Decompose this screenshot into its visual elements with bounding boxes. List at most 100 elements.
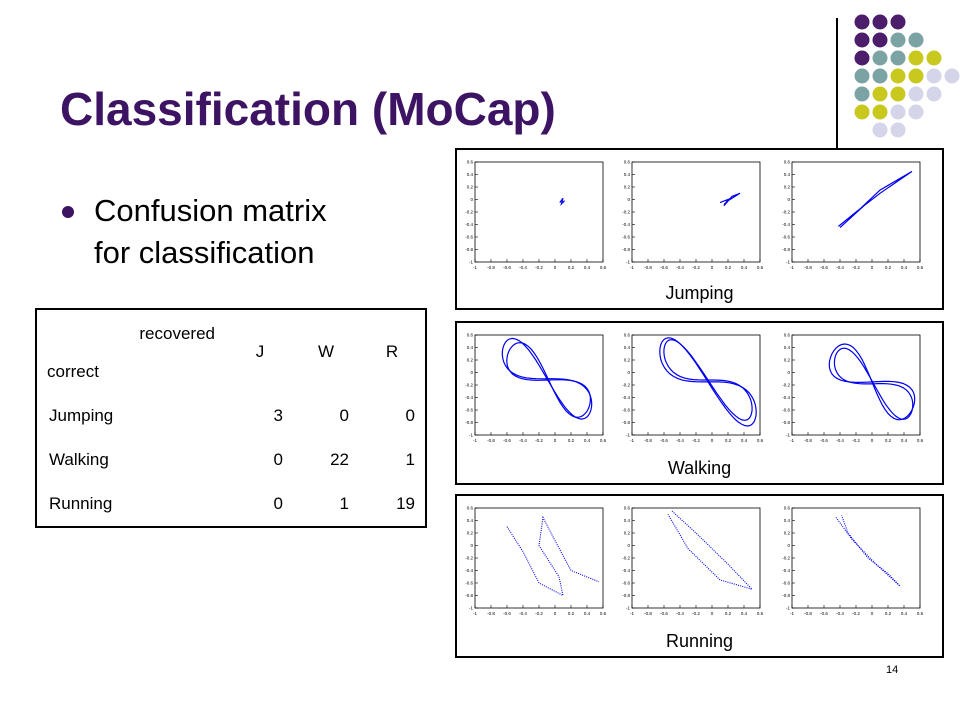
trajectory-curve xyxy=(719,192,741,207)
decorative-dot xyxy=(926,86,942,102)
x-tick-label: 0.6 xyxy=(600,265,607,270)
trajectory-curve xyxy=(667,510,754,591)
decorative-dot xyxy=(872,122,888,138)
x-tick-label: -0.2 xyxy=(852,611,860,616)
trajectory-curve xyxy=(506,342,592,418)
y-tick-label: 0.6 xyxy=(784,160,791,165)
x-tick-label: 0.2 xyxy=(885,438,892,443)
x-tick-label: 0.2 xyxy=(885,611,892,616)
y-tick-label: 0 xyxy=(627,543,630,548)
y-tick-label: -0.6 xyxy=(782,235,790,240)
y-tick-label: -0.4 xyxy=(622,395,630,400)
decorative-dot xyxy=(854,50,870,66)
x-tick-label: 0.2 xyxy=(725,265,732,270)
decorative-dot xyxy=(872,104,888,120)
row-label: Running xyxy=(49,494,113,513)
trajectory-curve xyxy=(659,337,757,427)
bullet-line-2: for classification xyxy=(94,235,315,270)
x-tick-label: -0.2 xyxy=(852,265,860,270)
y-tick-label: -0.8 xyxy=(782,247,790,252)
x-tick-label: -0.4 xyxy=(519,265,527,270)
x-tick-label: -0.4 xyxy=(519,611,527,616)
decorative-dot xyxy=(854,32,870,48)
y-tick-label: 0.2 xyxy=(784,531,791,536)
table-cell: 0 xyxy=(273,494,283,513)
y-tick-label: -0.2 xyxy=(782,556,790,561)
column-header: W xyxy=(317,342,335,361)
x-tick-label: 0.4 xyxy=(741,438,748,443)
x-tick-label: 0.4 xyxy=(584,265,591,270)
y-tick-label: -1 xyxy=(469,606,473,611)
decorative-dot xyxy=(872,86,888,102)
page-number: 14 xyxy=(886,664,899,676)
decorative-dot xyxy=(872,68,888,84)
y-tick-label: -0.2 xyxy=(622,210,630,215)
x-tick-label: 0.6 xyxy=(757,611,764,616)
y-tick-label: -0.8 xyxy=(465,247,473,252)
y-tick-label: 0.6 xyxy=(467,506,474,511)
bullet-text: Confusion matrix for classification xyxy=(94,190,327,274)
y-tick-label: -0.8 xyxy=(622,247,630,252)
y-tick-label: 0 xyxy=(787,543,790,548)
x-tick-label: 0 xyxy=(711,438,714,443)
x-tick-label: 0.6 xyxy=(917,438,924,443)
x-tick-label: -0.8 xyxy=(804,438,812,443)
y-tick-label: 0.4 xyxy=(624,345,631,350)
y-tick-label: 0.6 xyxy=(624,506,631,511)
x-tick-label: -0.8 xyxy=(644,438,652,443)
y-tick-label: 0 xyxy=(787,197,790,202)
y-tick-label: 0.6 xyxy=(624,333,631,338)
decorative-dot xyxy=(908,86,924,102)
y-tick-label: -0.4 xyxy=(465,395,473,400)
decorative-dot xyxy=(854,104,870,120)
table-row: Running 0 1 19 xyxy=(36,482,426,527)
y-tick-label: 0.2 xyxy=(784,358,791,363)
row-label: Walking xyxy=(49,450,109,469)
x-tick-label: -0.6 xyxy=(820,611,828,616)
x-tick-label: 0 xyxy=(711,265,714,270)
y-tick-label: 0 xyxy=(470,543,473,548)
trajectory-curve xyxy=(835,515,901,587)
x-tick-label: -0.8 xyxy=(804,611,812,616)
y-tick-label: 0.6 xyxy=(784,506,791,511)
x-tick-label: -0.8 xyxy=(644,611,652,616)
x-tick-label: -0.8 xyxy=(804,265,812,270)
trajectory-curve xyxy=(501,337,593,420)
x-tick-label: -1 xyxy=(473,438,477,443)
x-tick-label: -0.2 xyxy=(692,611,700,616)
x-tick-label: -0.2 xyxy=(692,265,700,270)
x-tick-label: 0.4 xyxy=(901,438,908,443)
y-tick-label: -0.4 xyxy=(465,568,473,573)
y-tick-label: 0.4 xyxy=(467,172,474,177)
x-tick-label: 0.4 xyxy=(584,438,591,443)
table-corner-cell: recovered correct xyxy=(36,309,227,394)
y-tick-label: -0.8 xyxy=(782,420,790,425)
y-tick-label: 0.2 xyxy=(624,185,631,190)
x-tick-label: -0.4 xyxy=(676,438,684,443)
x-tick-label: 0.2 xyxy=(568,438,575,443)
plot-frame xyxy=(631,334,761,436)
decorative-dot xyxy=(890,68,906,84)
y-tick-label: -0.2 xyxy=(622,556,630,561)
y-tick-label: -1 xyxy=(469,433,473,438)
x-tick-label: 0.2 xyxy=(885,265,892,270)
decorative-dot xyxy=(854,86,870,102)
y-tick-label: 0.4 xyxy=(784,345,791,350)
y-tick-label: 0.6 xyxy=(784,333,791,338)
y-tick-label: -0.6 xyxy=(622,408,630,413)
x-tick-label: -0.8 xyxy=(487,438,495,443)
bullet-line-1: Confusion matrix xyxy=(94,193,327,228)
x-tick-label: -1 xyxy=(630,265,634,270)
y-tick-label: -0.6 xyxy=(465,581,473,586)
y-tick-label: 0.2 xyxy=(467,531,474,536)
decorative-dot xyxy=(890,122,906,138)
x-tick-label: 0.6 xyxy=(600,438,607,443)
jumping-plots: -1 -0.8 -0.6 -0.4 -0.2 0 0.2 0.4 0.6 0.6 0.4 0.2 0 -0… xyxy=(465,160,923,271)
decorative-dot xyxy=(908,32,924,48)
